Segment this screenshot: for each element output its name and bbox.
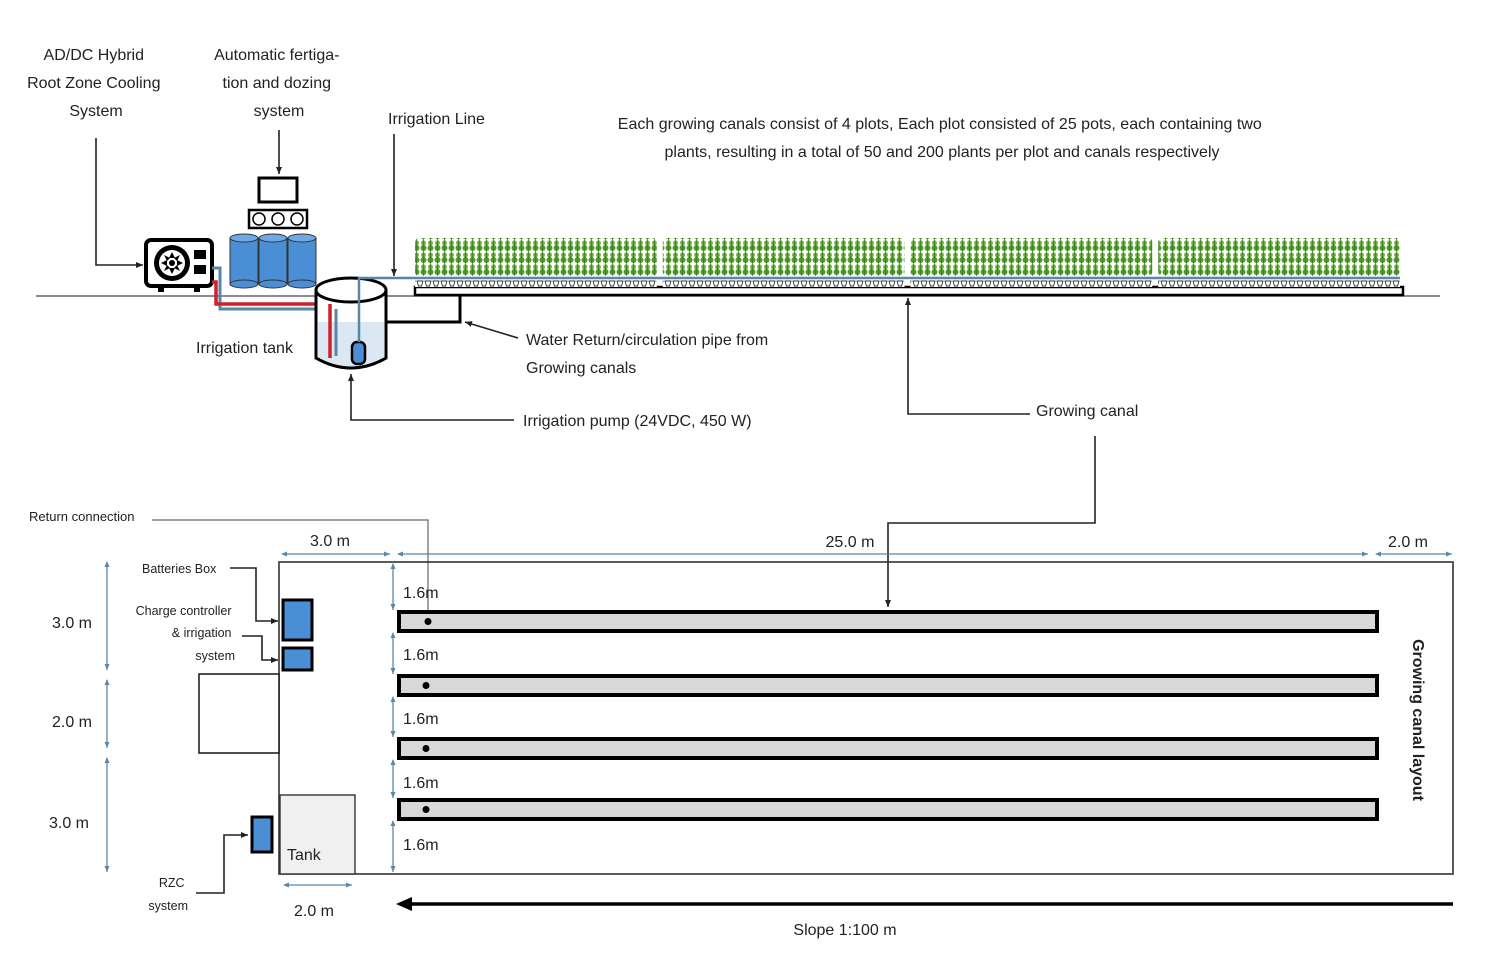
irrigation-pump-label: Irrigation pump (24VDC, 450 W) xyxy=(523,413,752,430)
return-connection-point xyxy=(422,745,430,752)
slope-label: Slope 1:100 m xyxy=(793,922,896,939)
irrigation-tank-label: Irrigation tank xyxy=(196,340,294,357)
pots-row xyxy=(662,280,905,287)
canal-description: Each growing canals consist of 4 plots, … xyxy=(618,116,1266,161)
plants-row xyxy=(1158,238,1400,276)
building-box xyxy=(198,673,280,754)
pots-row xyxy=(415,280,657,287)
cooling-leader-line xyxy=(95,138,143,268)
canals-layout-group xyxy=(397,610,1379,821)
dim-left-height-2: 2.0 m xyxy=(52,714,92,731)
dim-canal-width: 25.0 m xyxy=(826,534,875,551)
tank-box xyxy=(279,794,356,875)
water-return-label: Water Return/circulation pipe from Growi… xyxy=(526,332,773,377)
nutrient-tanks-icon xyxy=(229,233,317,289)
growing-canal-2 xyxy=(397,674,1379,697)
layout-view: Return connection 3.0 m 25.0 m 2.0 m 3.0… xyxy=(29,509,1454,939)
field-outline xyxy=(278,561,1454,875)
canal-spacing-label: 1.6m xyxy=(403,775,439,792)
slope-arrow-head-icon xyxy=(396,897,412,911)
plot-side-1 xyxy=(415,238,657,287)
plants-row xyxy=(662,238,905,276)
charge-controller-icon xyxy=(281,646,314,672)
side-view: AD/DC Hybrid Root Zone Cooling System xyxy=(27,47,1440,607)
cooling-unit-icon xyxy=(144,238,214,292)
canal-spacing-dims: 1.6m 1.6m 1.6m 1.6m 1.6m xyxy=(390,563,439,872)
plants-row xyxy=(415,238,657,276)
fertigation-label: Automatic fertiga- tion and dozing syste… xyxy=(214,47,344,120)
irrigation-line-pipe xyxy=(357,276,1400,342)
plots-side-group xyxy=(415,238,1400,287)
plants-row xyxy=(910,238,1153,276)
plot-side-4 xyxy=(1158,238,1400,287)
growing-canal-label: Growing canal xyxy=(1036,403,1138,420)
dim-end-width: 2.0 m xyxy=(1388,534,1428,551)
return-connection-point xyxy=(422,682,430,689)
growing-canal-1 xyxy=(397,610,1379,633)
fertigation-controller-icon xyxy=(257,176,299,204)
dim-left-height-3: 3.0 m xyxy=(49,815,89,832)
canal-to-layout-leader xyxy=(885,436,1096,607)
dosing-pumps-icon xyxy=(247,208,309,230)
plot-side-3 xyxy=(910,238,1153,287)
dim-left-height-1: 3.0 m xyxy=(52,615,92,632)
batteries-box-label: Batteries Box xyxy=(142,562,217,576)
layout-title: Growing canal layout xyxy=(1409,639,1426,801)
return-connection-point xyxy=(422,806,430,813)
canal-spacing-label: 1.6m xyxy=(403,837,439,854)
rzc-system-label: RZC system xyxy=(148,876,188,913)
rzc-system-icon xyxy=(250,815,274,854)
return-connection-label: Return connection xyxy=(29,509,135,524)
tank-label: Tank xyxy=(287,847,322,864)
irrigation-line-label: Irrigation Line xyxy=(388,111,485,128)
batteries-box-icon xyxy=(281,598,314,642)
growing-canal-4 xyxy=(397,798,1379,821)
dim-tank-width: 2.0 m xyxy=(294,903,334,920)
pump-leader-line xyxy=(348,374,514,421)
dim-equipment-width: 3.0 m xyxy=(310,533,350,550)
charge-controller-label: Charge controller & irrigation system xyxy=(136,604,235,663)
canal-spacing-label: 1.6m xyxy=(403,711,439,728)
canal-spacing-label: 1.6m xyxy=(403,647,439,664)
return-pipe-leader xyxy=(464,321,519,339)
growing-canal-side xyxy=(413,285,1405,297)
cooling-system-label: AD/DC Hybrid Root Zone Cooling System xyxy=(27,47,165,120)
irrigation-tank-icon xyxy=(314,276,388,370)
plot-side-2 xyxy=(662,238,905,287)
growing-canal-leader xyxy=(905,298,1030,415)
pots-row xyxy=(1158,280,1400,287)
rzc-leader xyxy=(196,832,248,894)
return-connection-leader xyxy=(152,519,429,618)
pots-row xyxy=(910,280,1153,287)
batteries-leader xyxy=(230,567,278,624)
return-pipe xyxy=(386,296,462,324)
charge-controller-leader xyxy=(242,635,278,663)
return-connection-point xyxy=(424,618,432,625)
canal-spacing-label: 1.6m xyxy=(403,585,439,602)
growing-canal-3 xyxy=(397,737,1379,760)
